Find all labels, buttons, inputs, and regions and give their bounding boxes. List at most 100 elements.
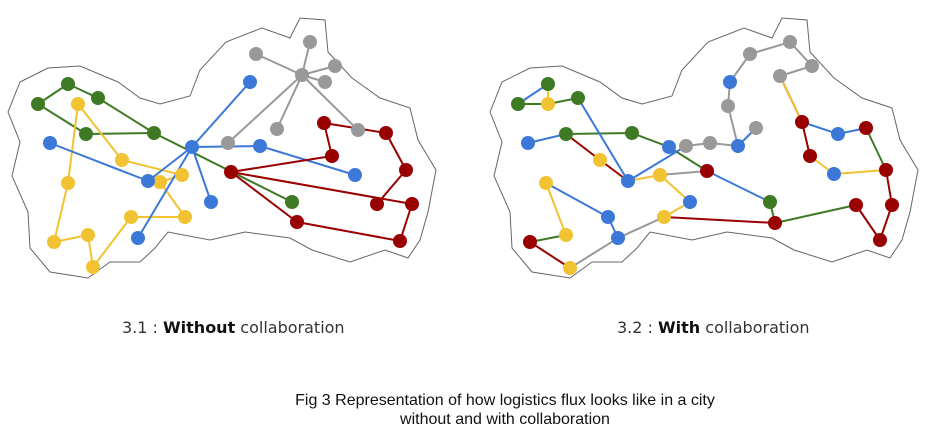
- yellow-stop-without-8: [175, 168, 189, 182]
- red-stop-with-39: [803, 149, 817, 163]
- gray-route-without-26: [227, 74, 303, 144]
- red-stop-with-34: [849, 198, 863, 212]
- red-stop-with-40: [795, 115, 809, 129]
- green-stop-with-1: [541, 77, 555, 91]
- gray-stop-without-30: [351, 123, 365, 137]
- blue-route-without-20: [137, 146, 193, 239]
- red-stop-without-34: [399, 163, 413, 177]
- subtitle-without-prefix: 3.1 :: [122, 318, 164, 337]
- blue-stop-without-23: [348, 168, 362, 182]
- yellow-route-without-9: [53, 182, 69, 243]
- blue-stop-with-21: [731, 139, 745, 153]
- blue-route-without-16: [49, 142, 149, 182]
- green-stop-without-0: [31, 97, 45, 111]
- gray-stop-without-29: [270, 122, 284, 136]
- red-route-without-37: [296, 221, 401, 242]
- gray-stop-with-26: [805, 59, 819, 73]
- green-stop-with-0: [511, 97, 525, 111]
- green-stop-with-2: [571, 91, 585, 105]
- blue-stop-with-16: [601, 210, 615, 224]
- green-stop-without-3: [79, 127, 93, 141]
- gray-stop-with-25: [783, 35, 797, 49]
- green-stop-without-1: [61, 77, 75, 91]
- green-stop-without-5: [285, 195, 299, 209]
- blue-stop-with-22: [723, 75, 737, 89]
- blue-stop-without-17: [141, 174, 155, 188]
- yellow-route-with-21: [779, 75, 803, 123]
- yellow-stop-with-10: [559, 228, 573, 242]
- yellow-stop-without-15: [153, 175, 167, 189]
- green-stop-with-5: [763, 195, 777, 209]
- yellow-stop-without-12: [86, 260, 100, 274]
- red-stop-with-32: [700, 164, 714, 178]
- blue-stop-with-23: [831, 127, 845, 141]
- yellow-stop-without-6: [71, 97, 85, 111]
- green-route-without-4: [85, 132, 155, 135]
- red-route-without-35: [230, 171, 413, 205]
- gray-route-without-27: [276, 74, 303, 130]
- blue-stop-with-13: [827, 167, 841, 181]
- stops-with: [511, 35, 899, 275]
- blue-stop-with-17: [611, 231, 625, 245]
- gray-stop-without-28: [221, 136, 235, 150]
- yellow-route-without-8: [67, 103, 79, 184]
- yellow-route-with-29: [545, 182, 567, 236]
- subtitle-with-rest: collaboration: [700, 318, 810, 337]
- figure-caption: Fig 3 Representation of how logistics fl…: [0, 391, 934, 429]
- red-stop-without-36: [325, 149, 339, 163]
- red-stop-without-33: [379, 126, 393, 140]
- yellow-stop-with-11: [563, 261, 577, 275]
- blue-stop-without-22: [253, 139, 267, 153]
- red-route-without-38: [230, 171, 298, 223]
- blue-stop-without-21: [131, 231, 145, 245]
- red-stop-without-35: [370, 197, 384, 211]
- gray-stop-without-25: [295, 68, 309, 82]
- blue-route-with-35: [627, 145, 687, 182]
- subtitle-without-bold: Without: [163, 318, 236, 337]
- gray-stop-with-28: [721, 99, 735, 113]
- red-route-with-12: [855, 204, 881, 241]
- blue-route-with-27: [577, 97, 629, 182]
- blue-stop-with-19: [662, 140, 676, 154]
- panel-with-collaboration: [489, 17, 919, 279]
- blue-stop-with-14: [521, 136, 535, 150]
- green-route-with-16: [865, 127, 887, 171]
- red-route-with-10: [663, 216, 776, 224]
- caption-line-1: Fig 3 Representation of how logistics fl…: [295, 392, 715, 409]
- gray-stop-with-27: [743, 47, 757, 61]
- subtitle-with-bold: With: [658, 318, 701, 337]
- yellow-stop-without-14: [178, 210, 192, 224]
- yellow-stop-without-10: [47, 235, 61, 249]
- yellow-stop-without-11: [81, 228, 95, 242]
- gray-route-with-7: [659, 170, 708, 176]
- gray-route-without-23: [255, 53, 303, 76]
- blue-route-without-18: [191, 81, 251, 148]
- red-route-without-34: [230, 155, 333, 173]
- subtitle-without: 3.1 : Without collaboration: [122, 318, 345, 337]
- gray-route-without-28: [301, 74, 359, 131]
- blue-stop-without-19: [243, 75, 257, 89]
- blue-route-with-28: [545, 182, 609, 218]
- yellow-stop-with-6: [541, 97, 555, 111]
- blue-route-with-8: [706, 170, 771, 203]
- yellow-stop-without-7: [115, 153, 129, 167]
- red-stop-with-38: [859, 121, 873, 135]
- red-stop-without-32: [317, 116, 331, 130]
- gray-route-with-22: [727, 40, 814, 107]
- red-stop-without-40: [290, 215, 304, 229]
- red-stop-with-33: [768, 216, 782, 230]
- yellow-route-without-6: [77, 103, 123, 161]
- subtitle-with: 3.2 : With collaboration: [617, 318, 810, 337]
- blue-route-without-17: [147, 146, 193, 182]
- green-route-without-3: [37, 103, 87, 135]
- blue-stop-with-18: [683, 195, 697, 209]
- red-stop-with-37: [879, 163, 893, 177]
- red-stop-with-35: [873, 233, 887, 247]
- yellow-route-without-14: [159, 181, 186, 218]
- green-route-with-11: [774, 204, 857, 224]
- gray-stop-without-31: [318, 75, 332, 89]
- red-stop-without-37: [224, 165, 238, 179]
- yellow-route-without-12: [92, 216, 132, 268]
- yellow-stop-with-7: [593, 153, 607, 167]
- red-route-with-31: [529, 241, 571, 269]
